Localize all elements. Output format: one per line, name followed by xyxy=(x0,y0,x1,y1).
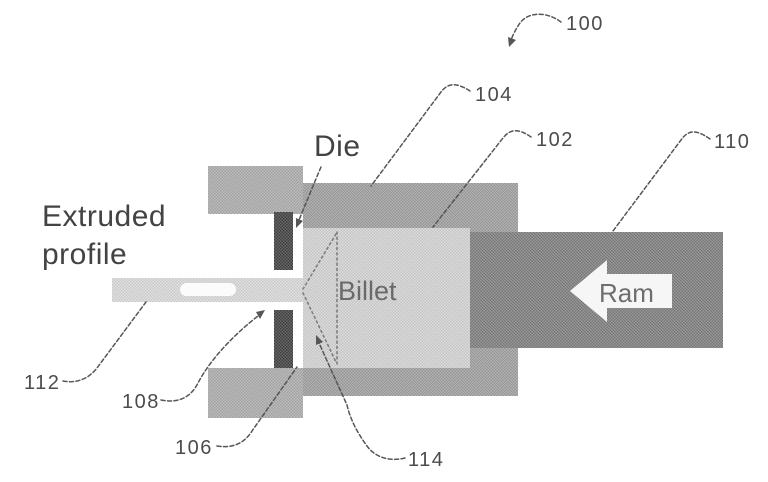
ram-label: Ram xyxy=(599,278,654,308)
leader-line-112 xyxy=(62,301,147,383)
die-bottom-block xyxy=(274,310,293,368)
arrowhead-108 xyxy=(256,310,265,319)
extruded-profile-hollow-slot xyxy=(180,283,236,296)
leader-line-102 xyxy=(432,130,532,228)
leader-line-die xyxy=(298,166,322,221)
die-holder-bottom-block xyxy=(208,368,303,418)
die-holder-top-block xyxy=(208,166,303,214)
leader-line-100 xyxy=(509,13,562,44)
billet-label: Billet xyxy=(338,276,397,306)
leader-line-108 xyxy=(160,315,259,402)
billet-block xyxy=(303,228,470,368)
leader-line-110 xyxy=(612,131,711,232)
die-top-block xyxy=(274,212,293,270)
ref-numeral-102: 102 xyxy=(536,129,574,151)
arrowhead-100 xyxy=(508,37,516,47)
ref-numeral-106: 106 xyxy=(175,437,213,459)
leader-line-114 xyxy=(318,342,406,461)
die-label: Die xyxy=(314,130,361,163)
dead-metal-zone-line-top xyxy=(302,233,337,290)
leader-line-106 xyxy=(216,366,298,448)
dead-metal-zone-line-bottom xyxy=(302,292,337,363)
extruded-profile-label: Extruded profile xyxy=(42,200,167,271)
ref-numeral-104: 104 xyxy=(475,84,513,106)
leader-line-104 xyxy=(370,84,471,187)
arrowhead-die xyxy=(296,218,303,228)
ram-left-arrow-icon xyxy=(570,260,672,322)
arrowhead-114 xyxy=(316,335,323,345)
ref-numeral-112: 112 xyxy=(24,372,61,394)
ref-numeral-110: 110 xyxy=(714,131,751,153)
ref-numeral-100: 100 xyxy=(566,13,604,35)
ref-numeral-114: 114 xyxy=(408,449,445,471)
ref-numeral-108: 108 xyxy=(122,391,160,413)
